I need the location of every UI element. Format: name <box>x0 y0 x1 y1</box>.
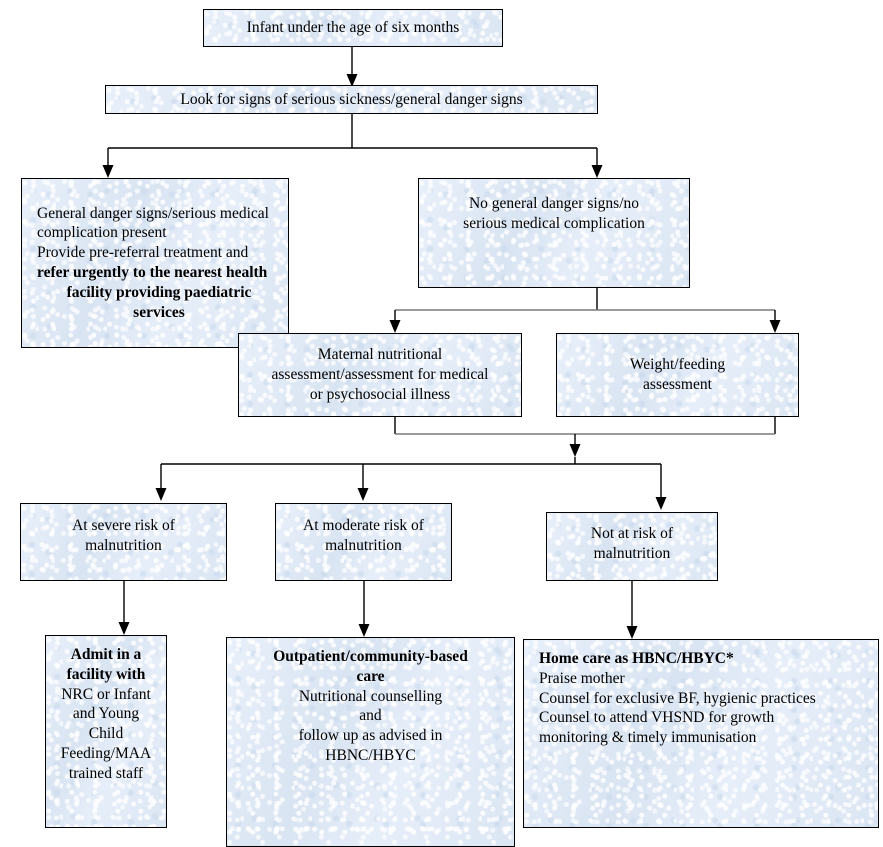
node-no-danger-line1: No general danger signs/no <box>468 195 640 213</box>
node-admit-in-facility[interactable]: Admit in a facility with NRC or Infant a… <box>45 635 167 828</box>
node-admit-line3: Child <box>88 725 124 743</box>
node-danger-bold1: refer urgently to the nearest health <box>37 264 268 281</box>
node-weight-line1: Weight/feeding <box>629 356 726 374</box>
node-not-at-risk[interactable]: Not at risk of malnutrition <box>546 512 718 581</box>
node-look-for-signs[interactable]: Look for signs of serious sickness/gener… <box>105 85 598 114</box>
node-notatrisk-line1: Not at risk of <box>590 524 674 542</box>
node-maternal-nutritional-assessment[interactable]: Maternal nutritional assessment/assessme… <box>238 333 522 417</box>
node-danger-bold3: services <box>133 303 185 321</box>
node-homecare-line1: Praise mother <box>539 669 625 687</box>
node-danger-line2: complication present <box>37 224 167 242</box>
node-notatrisk-line2: malnutrition <box>593 544 671 562</box>
node-admit-line4: Feeding/MAA <box>60 745 152 763</box>
node-infant-line1: Infant under the age of six months <box>246 19 460 37</box>
node-moderate-line1: At moderate risk of <box>303 517 424 535</box>
node-danger-line3: Provide pre-referral treatment and <box>37 244 249 262</box>
node-outpatient-bold2: care <box>356 667 385 685</box>
node-outpatient-line2: and <box>359 707 382 725</box>
node-infant-under-six-months[interactable]: Infant under the age of six months <box>203 9 503 47</box>
node-weight-feeding-assessment[interactable]: Weight/feeding assessment <box>556 333 799 417</box>
node-admit-line5: trained staff <box>68 764 144 782</box>
node-look-for-signs-line1: Look for signs of serious sickness/gener… <box>180 90 523 108</box>
node-homecare-bold1: Home care as HBNC/HBYC* <box>539 650 734 667</box>
node-outpatient-line1: Nutritional counselling <box>298 687 443 705</box>
node-outpatient-line4: HBNC/HBYC <box>325 747 416 765</box>
edge-severe-to-admit <box>118 581 130 635</box>
node-homecare-line4: monitoring & timely immunisation <box>539 729 757 747</box>
edge-look-for-signs-split <box>102 114 603 178</box>
node-admit-line1: NRC or Infant <box>61 685 151 703</box>
node-danger-signs-present[interactable]: General danger signs/serious medical com… <box>21 178 289 348</box>
node-no-danger-signs[interactable]: No general danger signs/no serious medic… <box>418 178 690 288</box>
node-no-danger-line2: serious medical complication <box>463 215 645 232</box>
node-severe-line2: malnutrition <box>85 537 162 554</box>
edge-infant-to-look-for-signs <box>346 47 358 87</box>
node-homecare-line2: Counsel for exclusive BF, hygienic pract… <box>539 689 816 707</box>
node-moderate-risk[interactable]: At moderate risk of malnutrition <box>275 503 452 581</box>
edge-notatrisk-to-homecare <box>626 581 638 639</box>
node-maternal-line2: assessment/assessment for medical <box>271 366 489 384</box>
node-admit-bold1: Admit in a <box>70 646 142 663</box>
node-outpatient-bold1: Outpatient/community-based <box>273 648 468 665</box>
node-danger-bold2: facility providing paediatric <box>66 283 252 301</box>
node-weight-line2: assessment <box>643 376 712 393</box>
edge-assessments-join <box>394 417 776 457</box>
node-severe-risk[interactable]: At severe risk of malnutrition <box>20 503 227 581</box>
node-severe-line1: At severe risk of <box>72 517 175 535</box>
node-danger-line1: General danger signs/serious medical <box>37 204 269 222</box>
edge-no-danger-split <box>389 288 781 333</box>
node-moderate-line2: malnutrition <box>325 537 402 554</box>
node-home-care[interactable]: Home care as HBNC/HBYC* Praise mother Co… <box>523 639 879 828</box>
edge-moderate-to-outpatient <box>358 581 370 637</box>
node-outpatient-care[interactable]: Outpatient/community-based care Nutritio… <box>226 637 515 847</box>
node-outpatient-line3: follow up as advised in <box>298 727 443 745</box>
node-homecare-line3: Counsel to attend VHSND for growth <box>539 709 775 727</box>
node-admit-bold2: facility with <box>66 665 146 683</box>
node-admit-line2: and Young <box>72 705 140 723</box>
node-maternal-line3: or psychosocial illness <box>309 385 451 403</box>
node-maternal-line1: Maternal nutritional <box>317 346 443 364</box>
